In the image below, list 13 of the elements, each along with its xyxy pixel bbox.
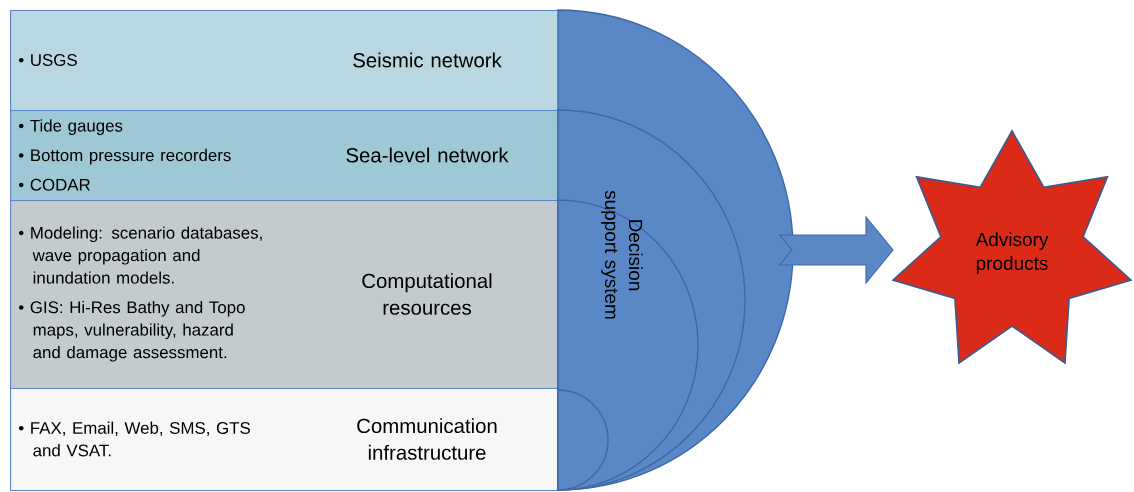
bullet-item: • Modeling: scenario databases, wave propagation and inundation models. [18,226,262,284]
bullet-item: • GIS: Hi-Res Bathy and Topo maps, vulnerability, hazard and damage assessment. [18,300,245,362]
band-heading: Sea-level network [346,147,509,163]
bullet-item: • Bottom pressure recorders [18,148,231,165]
bullet-item: • USGS [18,54,77,66]
bullet-item: • CODAR [18,178,90,191]
band-heading: Communication infrastructure [357,418,497,460]
bullet-item: • Tide gauges [18,119,123,135]
bullet-item: • FAX, Email, Web, SMS, GTS and VSAT. [18,421,250,457]
band-heading: Computational resources [362,273,492,315]
block-arrow [778,215,894,285]
rotated-label: Decision support system [601,190,643,319]
band-heading: Seismic network [353,52,502,68]
